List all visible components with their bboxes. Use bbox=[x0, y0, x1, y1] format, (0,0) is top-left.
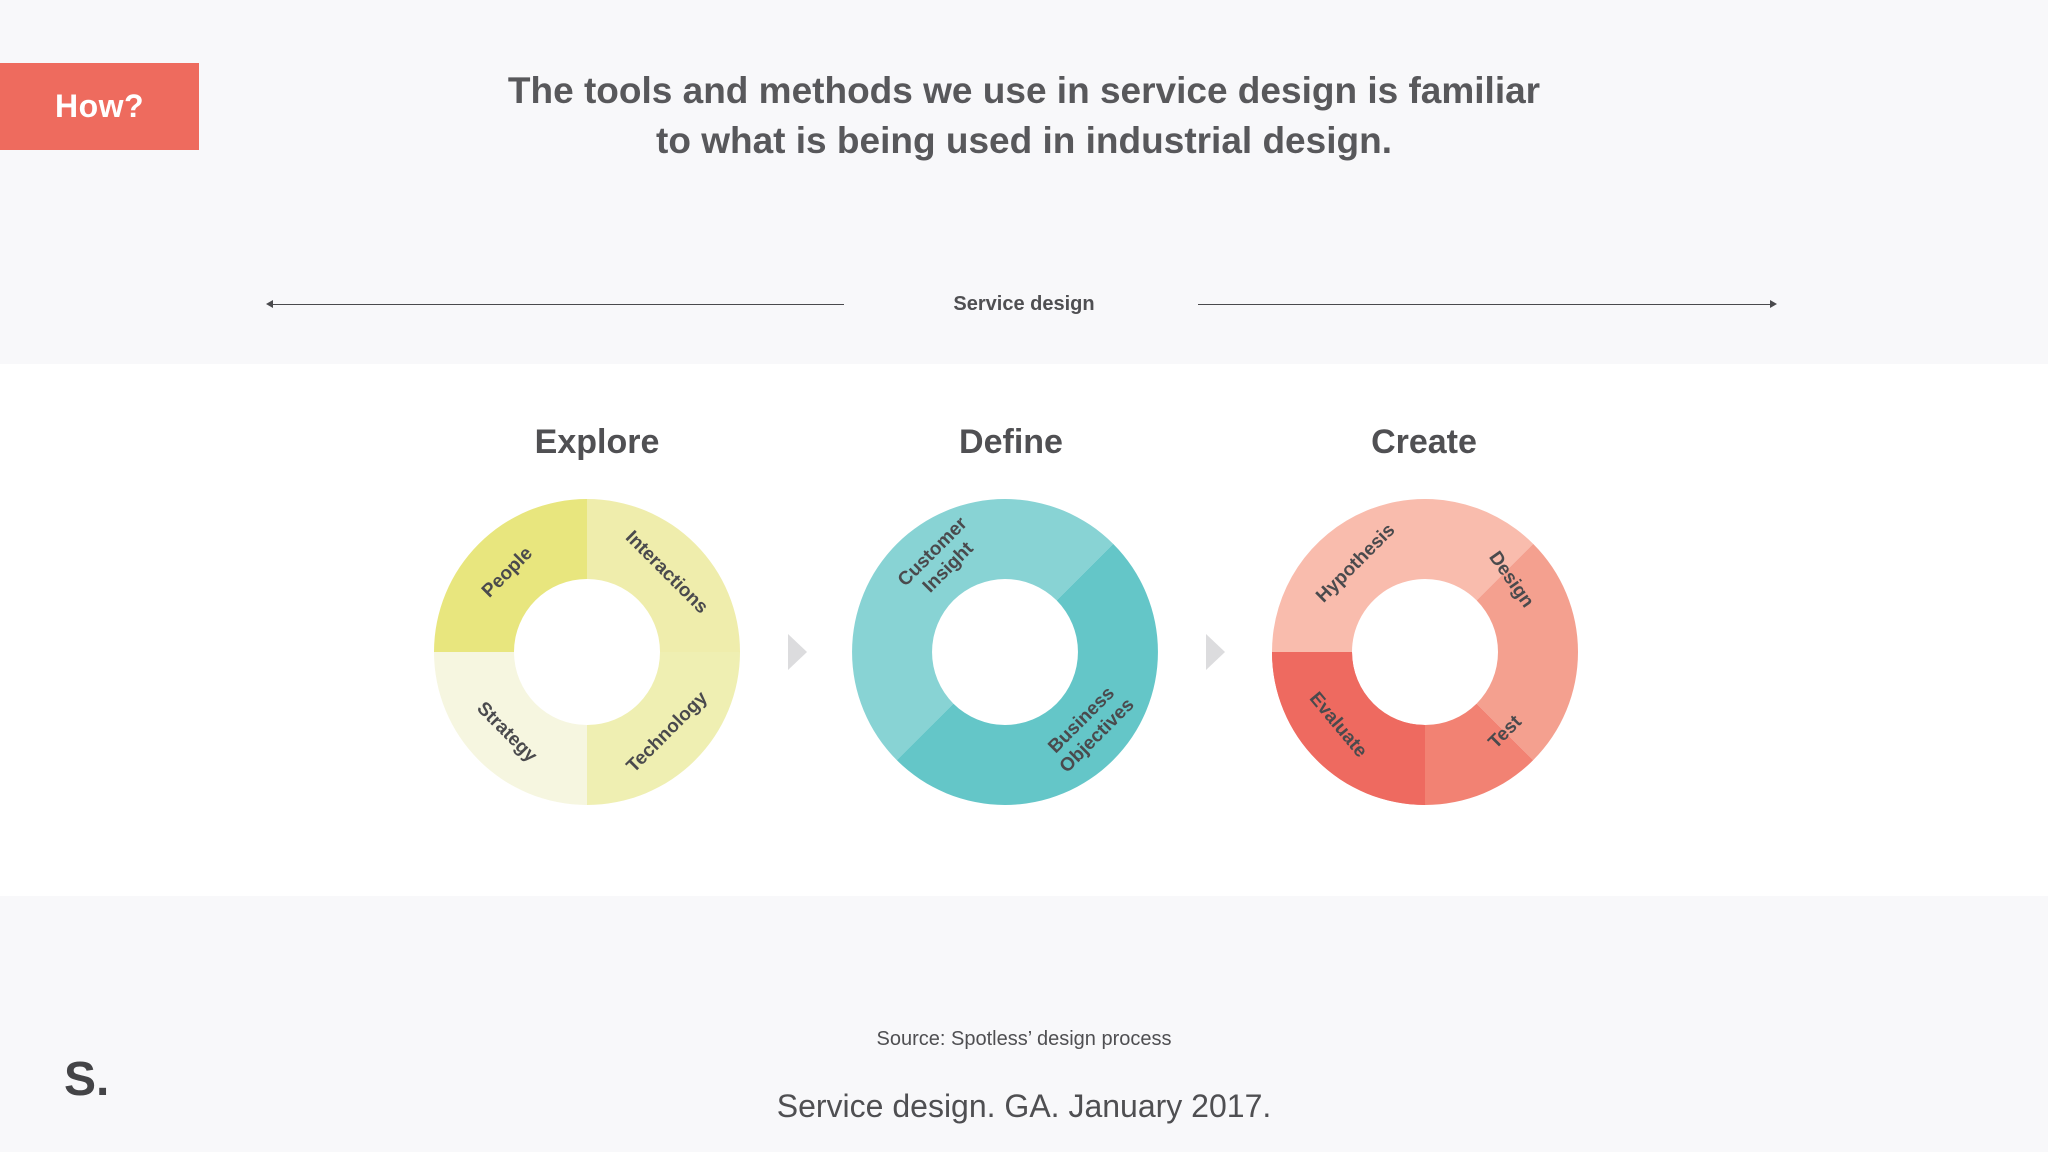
axis-line-right bbox=[1198, 304, 1774, 305]
footer-text: Service design. GA. January 2017. bbox=[776, 1088, 1272, 1124]
segment-interactions bbox=[587, 499, 740, 652]
stage-title-create: Create bbox=[1371, 423, 1477, 461]
headline-line-1: The tools and methods we use in service … bbox=[507, 70, 1541, 111]
chevron-right-icon bbox=[1206, 634, 1225, 670]
headline-line-2: to what is being used in industrial desi… bbox=[656, 120, 1392, 161]
stage-title-define: Define bbox=[959, 423, 1063, 461]
logo: S. bbox=[64, 1053, 110, 1106]
headline: The tools and methods we use in service … bbox=[374, 66, 1674, 166]
segment-technology bbox=[587, 652, 740, 805]
segment-design bbox=[1476, 543, 1578, 761]
segment-strategy bbox=[434, 652, 587, 805]
segment-hypothesis bbox=[1272, 498, 1534, 652]
segment-customer-insight bbox=[852, 499, 1114, 761]
stage-title-explore: Explore bbox=[534, 423, 660, 461]
axis-label: Service design bbox=[953, 293, 1095, 315]
section-tag: How? bbox=[0, 63, 199, 150]
chevron-right-icon bbox=[788, 634, 807, 670]
axis-arrow-right bbox=[1770, 300, 1777, 308]
segment-people bbox=[434, 499, 587, 652]
segment-business-objectives bbox=[896, 543, 1158, 805]
axis-line-left bbox=[268, 304, 844, 305]
diagram-panel bbox=[0, 364, 2048, 896]
segment-evaluate-lower bbox=[1272, 652, 1425, 805]
source-note: Source: Spotless’ design process bbox=[876, 1028, 1172, 1050]
